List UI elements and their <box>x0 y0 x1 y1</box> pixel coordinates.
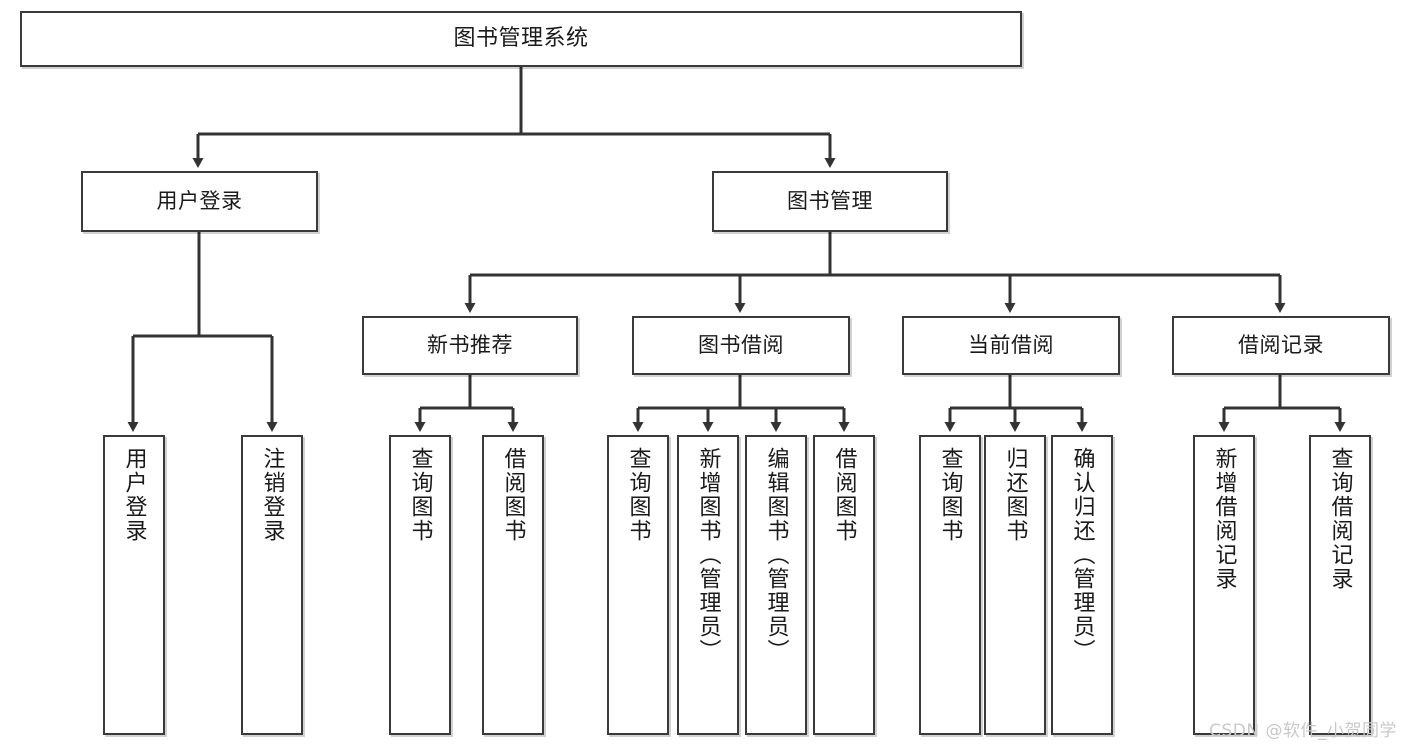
node-label: 图书借阅 <box>698 333 784 358</box>
leaf-borrow-book-recommend[interactable]: 借阅图书 <box>482 435 544 735</box>
node-current-borrow[interactable]: 当前借阅 <box>902 316 1120 375</box>
node-label: 图书管理系统 <box>453 26 589 52</box>
node-label: 归还图书 <box>1002 447 1028 543</box>
node-label: 用户登录 <box>121 447 147 543</box>
node-label: 查询图书 <box>407 447 433 543</box>
leaf-add-borrow-record[interactable]: 新增借阅记录 <box>1193 435 1255 735</box>
node-borrow-record[interactable]: 借阅记录 <box>1172 316 1390 375</box>
leaf-borrow-book[interactable]: 借阅图书 <box>813 435 875 735</box>
leaf-query-borrow-record[interactable]: 查询借阅记录 <box>1309 435 1371 735</box>
leaf-add-book-admin[interactable]: 新增图书（管理员） <box>677 435 739 735</box>
leaf-user-login[interactable]: 用户登录 <box>103 435 165 735</box>
node-root-book-management-system[interactable]: 图书管理系统 <box>20 11 1022 67</box>
node-book-borrow[interactable]: 图书借阅 <box>632 316 850 375</box>
node-label: 确认归还（管理员） <box>1069 447 1095 663</box>
leaf-edit-book-admin[interactable]: 编辑图书（管理员） <box>745 435 807 735</box>
node-label: 新增借阅记录 <box>1211 447 1237 591</box>
node-user-login[interactable]: 用户登录 <box>81 171 318 232</box>
node-new-book-recommend[interactable]: 新书推荐 <box>362 316 578 375</box>
leaf-query-book-recommend[interactable]: 查询图书 <box>389 435 451 735</box>
leaf-return-book[interactable]: 归还图书 <box>984 435 1046 735</box>
csdn-watermark: CSDN @软件_小贺同学 <box>1209 721 1397 741</box>
node-label: 新书推荐 <box>427 333 513 358</box>
node-label: 查询图书 <box>937 447 963 543</box>
node-label: 注销登录 <box>259 447 285 543</box>
node-label: 图书管理 <box>787 189 873 214</box>
node-label: 查询借阅记录 <box>1327 447 1353 591</box>
node-label: 借阅图书 <box>500 447 526 543</box>
node-label: 借阅图书 <box>831 447 857 543</box>
leaf-confirm-return-admin[interactable]: 确认归还（管理员） <box>1051 435 1113 735</box>
node-label: 编辑图书（管理员） <box>763 447 789 663</box>
node-label: 借阅记录 <box>1238 333 1324 358</box>
node-book-management[interactable]: 图书管理 <box>712 171 948 232</box>
node-label: 查询图书 <box>625 447 651 543</box>
node-label: 新增图书（管理员） <box>695 447 721 663</box>
leaf-query-book-current[interactable]: 查询图书 <box>919 435 981 735</box>
leaf-logout[interactable]: 注销登录 <box>241 435 303 735</box>
node-label: 用户登录 <box>156 189 243 214</box>
node-label: 当前借阅 <box>968 333 1054 358</box>
leaf-query-book-borrow[interactable]: 查询图书 <box>607 435 669 735</box>
